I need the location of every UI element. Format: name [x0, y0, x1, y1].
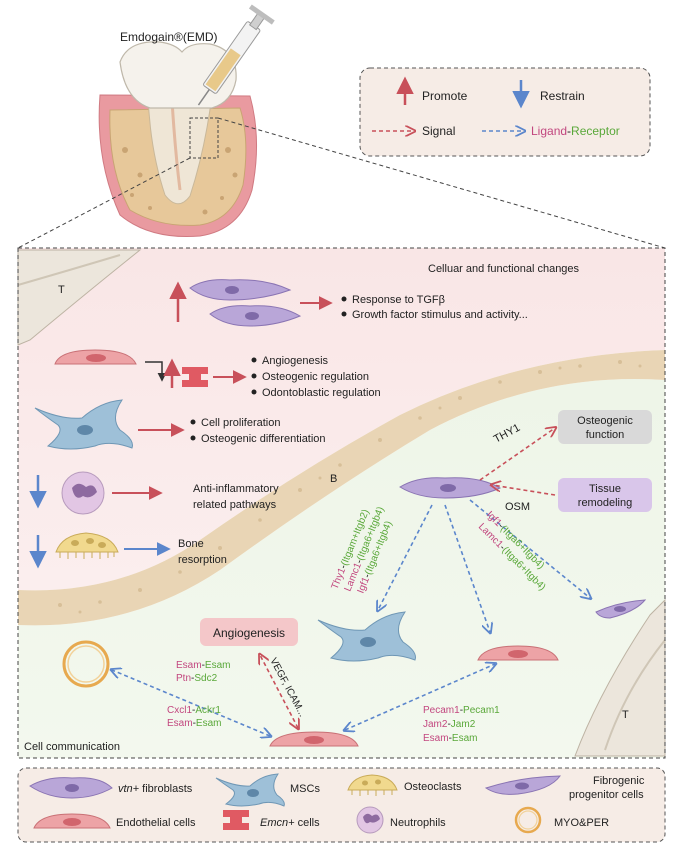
neutrophil-change-2: related pathways [193, 499, 277, 511]
tissue-label-b: B [330, 473, 337, 485]
lr-endo-1: Pecam1-Pecam1 [423, 705, 500, 716]
osteoclast-change-1: Bone [178, 538, 204, 550]
legend-mscs: MSCs [290, 783, 320, 795]
bone-texture [58, 360, 642, 614]
lr-endo-2: Jam2-Jam2 [423, 719, 476, 730]
legend-promote: Promote [422, 89, 468, 103]
endo-change-2: Osteogenic regulation [262, 371, 369, 383]
legend-restrain: Restrain [540, 89, 585, 103]
osteoclast-cell-icon [55, 532, 119, 559]
legend-msc-icon [215, 773, 285, 807]
legend-ligand-receptor: Ligand-Receptor [531, 124, 620, 138]
vtn-fibroblast-cell-icon [189, 279, 302, 327]
osteogenic-box-line2: function [586, 429, 625, 441]
zoom-line-right [217, 117, 666, 249]
legend-emcn-icon [223, 810, 249, 830]
endothelial-to-emcn-arrow-icon [145, 361, 167, 382]
endothelial-bottom-cell-icon [269, 731, 359, 747]
endo-change-1: Angiogenesis [262, 355, 329, 367]
fibrogenic-progenitor-right-cell-icon [595, 599, 647, 619]
legend-osteoclasts: Osteoclasts [404, 781, 462, 793]
legend-neutrophils: Neutrophils [390, 817, 446, 829]
msc-lower-cell-icon [317, 611, 416, 662]
legend-fibrogenic-progenitor-icon [484, 775, 561, 795]
emdogain-label: Emdogain®(EMD) [120, 30, 218, 44]
legend-signal: Signal [422, 124, 455, 138]
main-panel [17, 248, 666, 758]
legend-myo-per: MYO&PER [554, 817, 609, 829]
osteoclast-change-2: resorption [178, 554, 227, 566]
fib-change-1: Response to TGFβ [352, 294, 445, 306]
legend-endothelial: Endothelial cells [116, 817, 196, 829]
legend-emcn-label: Emcn+ cells [260, 817, 320, 829]
legend-vtn-label: vtn+ fibroblasts [118, 783, 193, 795]
emcn-cell-icon [182, 367, 208, 387]
lr-endo-arrow-icon [345, 664, 495, 730]
legend-endothelial-icon [33, 813, 111, 829]
endothelial-right-cell-icon [477, 645, 559, 661]
thy1-signal-arrow-icon [479, 428, 555, 481]
lr-myo-2: Ptn-Sdc2 [176, 673, 218, 684]
lr-msc-arrow-icon [378, 504, 433, 610]
bullet-icon [190, 419, 196, 425]
bullet-icon [251, 373, 257, 379]
lr-endo-3: Esam-Esam [423, 733, 477, 744]
tissue-label-t-bottom: T [622, 709, 629, 721]
fib-change-2: Growth factor stimulus and activity... [352, 309, 528, 321]
msc-change-2: Osteogenic differentiation [201, 433, 326, 445]
cell-communication-label: Cell communication [24, 741, 120, 753]
lr-fib-arrow-icon [469, 499, 590, 598]
osteogenic-box-line1: Osteogenic [577, 415, 633, 427]
tissue-box-line1: Tissue [589, 483, 621, 495]
neutrophil-change-1: Anti-inflammatory [193, 483, 279, 495]
lr-myo2-1: Cxcl1-Ackr1 [167, 705, 221, 716]
lr-myo-arrow-icon [112, 670, 270, 736]
endo-change-3: Odontoblastic regulation [262, 387, 381, 399]
lr-myo-1: Esam-Esam [176, 660, 230, 671]
top-legend-box [359, 67, 651, 157]
osm-signal-arrow-icon [492, 485, 556, 496]
bullet-icon [190, 435, 196, 441]
fib-to-endothelial-arrow-icon [444, 504, 490, 632]
endothelial-cell-icon [54, 349, 137, 365]
tooth-illustration [98, 4, 275, 238]
legend-fibro-prog-2: progenitor cells [569, 789, 644, 801]
bullet-icon [341, 311, 347, 317]
osm-label: OSM [505, 501, 530, 513]
panel-title: Celluar and functional changes [428, 263, 580, 275]
legend-vtn-fibroblast-icon [29, 777, 113, 799]
main-panel-border [17, 247, 666, 759]
legend-receptor: Receptor [571, 124, 620, 138]
tissue-label-t-top: T [58, 284, 65, 296]
osteogenic-function-box [558, 410, 652, 444]
legend-osteoclast-icon [347, 774, 398, 796]
neutrophil-cell-icon [61, 471, 105, 515]
bottom-legend-box [17, 767, 666, 843]
tissue-remodeling-box [558, 478, 652, 512]
bullet-icon [251, 357, 257, 363]
legend-fibro-prog-1: Fibrogenic [593, 775, 645, 787]
lr-myo2-2: Esam-Esam [167, 718, 221, 729]
legend-myo-per-icon [514, 806, 542, 834]
myo-per-cell-icon [62, 640, 110, 688]
bullet-icon [251, 389, 257, 395]
angiogenesis-box-label: Angiogenesis [213, 626, 285, 640]
zoom-line-left [17, 157, 191, 249]
msc-change-1: Cell proliferation [201, 417, 280, 429]
angiogenesis-box [200, 618, 298, 646]
legend-ligand: Ligand [531, 124, 567, 138]
bullet-icon [341, 296, 347, 302]
tissue-box-line2: remodeling [578, 497, 632, 509]
legend-dash: - [567, 124, 571, 138]
legend-neutrophil-icon [356, 806, 384, 834]
msc-cell-icon [34, 399, 133, 450]
